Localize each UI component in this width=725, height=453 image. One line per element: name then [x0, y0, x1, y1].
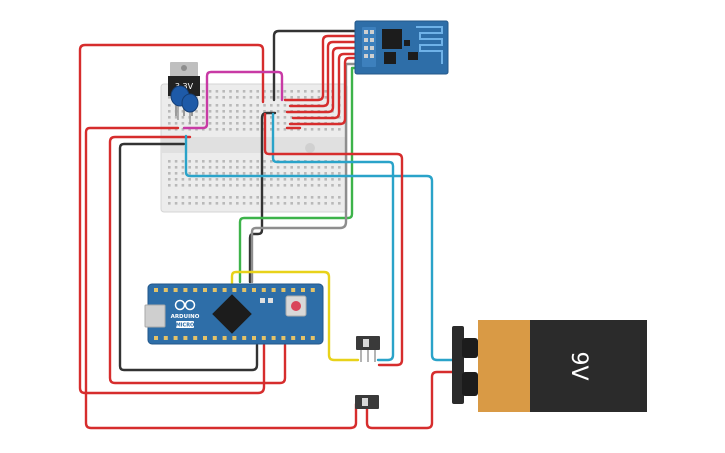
reset-button-cap — [291, 301, 301, 311]
arduino-logo-icon — [174, 299, 186, 311]
microcontroller-chip — [212, 294, 252, 334]
regulator-label: 3.3V — [175, 82, 194, 91]
wire-black-gnd-loop[interactable] — [118, 142, 259, 372]
wire-green-rx[interactable] — [238, 66, 358, 284]
wire-black-to-arduino[interactable] — [248, 111, 277, 284]
wire-gray-tx[interactable] — [250, 62, 358, 284]
breadboard-mount-hole — [305, 143, 315, 153]
battery-9v[interactable]: 9V — [452, 320, 647, 412]
arduino-model: MICRO — [176, 323, 195, 329]
battery-terminal-positive — [462, 338, 478, 358]
wire-red-esp-2[interactable] — [288, 40, 358, 108]
antenna-trace — [416, 26, 443, 64]
slide-switch-2[interactable] — [355, 395, 379, 409]
wire-blue-battery[interactable] — [184, 134, 461, 362]
wire-red-esp-vcc[interactable] — [263, 112, 404, 367]
wires — [78, 29, 461, 430]
usb-port — [144, 304, 166, 328]
arduino-pins-bottom — [154, 336, 315, 340]
battery-terminal-cap — [452, 326, 464, 404]
arduino-brand: ARDUINO — [171, 314, 200, 320]
slide-switch-1[interactable] — [356, 336, 380, 362]
arduino-micro[interactable]: ARDUINO MICRO — [144, 283, 324, 345]
wire-red-esp-5[interactable] — [288, 56, 358, 126]
arduino-model-badge — [176, 321, 194, 328]
esp8266-module[interactable] — [354, 20, 449, 75]
wire-red-inner-loop[interactable] — [84, 126, 358, 430]
wire-yellow-switch[interactable] — [230, 270, 360, 362]
wire-black-esp-gnd[interactable] — [272, 29, 357, 102]
wire-magenta[interactable] — [182, 70, 284, 130]
battery-terminal-negative — [462, 372, 478, 396]
arduino-pins-top — [154, 288, 315, 292]
wire-red-esp-4[interactable] — [291, 52, 358, 120]
wire-red-third-loop[interactable] — [108, 135, 287, 385]
battery-label: 9V — [566, 351, 591, 380]
wire-red-esp-3[interactable] — [285, 46, 358, 114]
wire-red-esp-1[interactable] — [283, 34, 358, 102]
wire-blue-switch[interactable] — [271, 112, 395, 362]
wire-red-battery-switch[interactable] — [365, 370, 461, 430]
capacitor-2[interactable] — [181, 93, 199, 124]
wire-red-outer-loop[interactable] — [78, 43, 266, 395]
